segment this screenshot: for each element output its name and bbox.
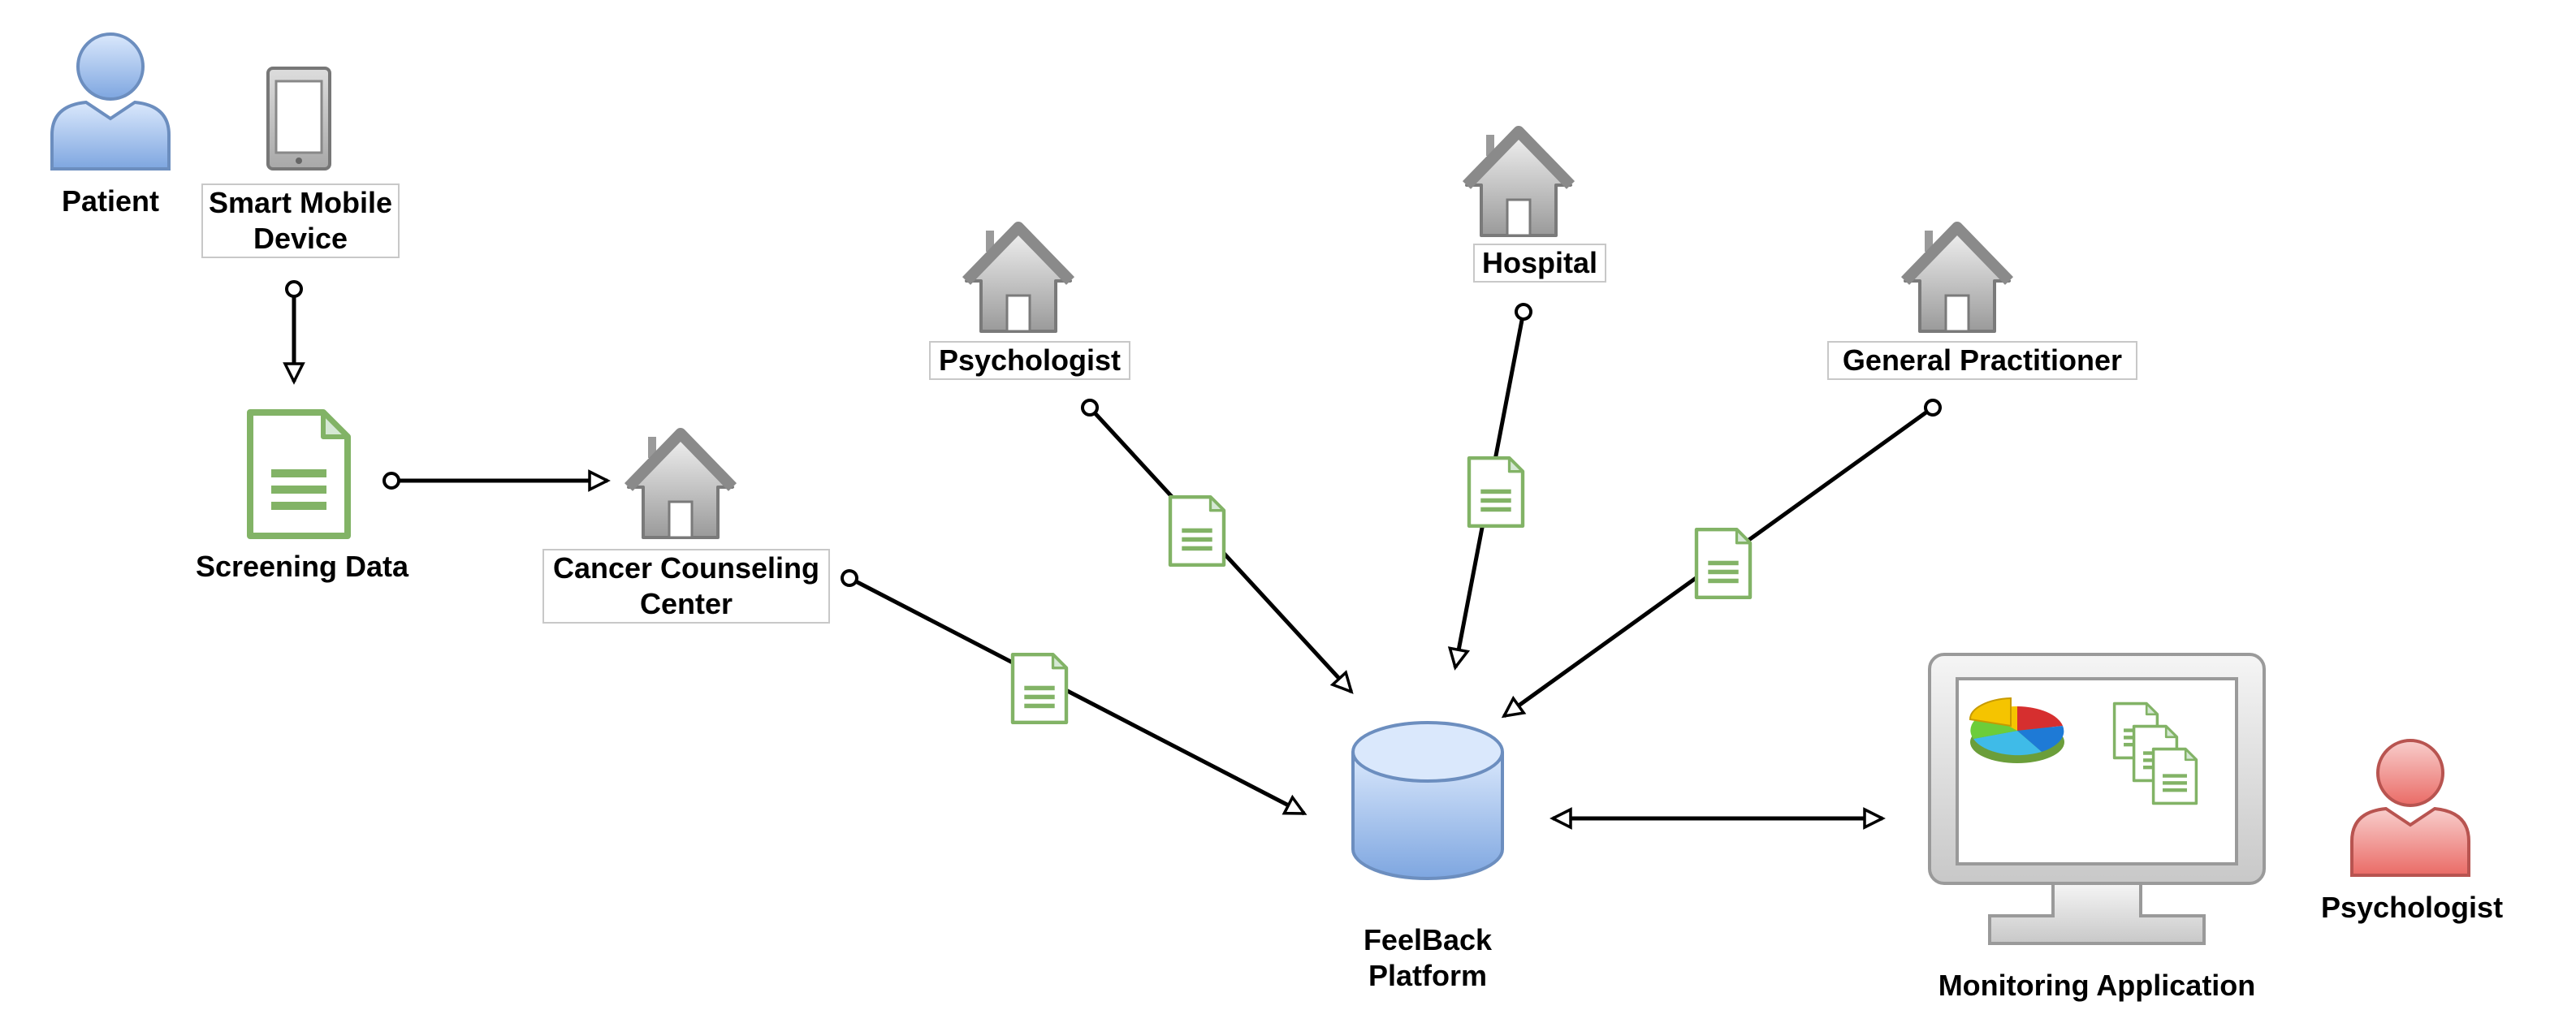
screening-document-icon [250,412,348,536]
screening-data-label: Screening Data [195,550,409,583]
patient-person-icon [50,32,171,171]
feelback-platform-label: FeelBack Platform [1330,922,1525,994]
monitoring-application-label: Monitoring Application [1938,969,2256,1002]
counseling-house-icon [629,434,733,537]
pie-chart-icon [1969,697,2064,763]
patient-label: Patient [61,184,160,218]
hospital-label: Hospital [1473,244,1606,283]
feelback-label-line2: Platform [1368,959,1488,992]
document-icon [1170,497,1224,565]
cancer-counseling-label-line2: Center [639,587,733,620]
smart-device-label: Smart Mobile Device [201,183,400,258]
monitor-icon [1928,653,2266,945]
document-icon [1013,654,1066,723]
cancer-counseling-label-line1: Cancer Counseling [552,551,820,585]
database-icon [1351,721,1504,880]
document-icon [1696,529,1750,598]
document-icon [1469,458,1523,526]
psychologist-top-label: Psychologist [929,341,1130,380]
general-practitioner-label: General Practitioner [1827,341,2137,380]
smart-device-label-line1: Smart Mobile [208,186,393,219]
smart-device-label-line2: Device [253,222,348,255]
document-icon [2151,747,2198,805]
psychologist-right-label: Psychologist [2321,891,2504,924]
psychologist-person-icon [2350,739,2470,877]
psychologist-house-icon [966,227,1070,331]
edge-document-icons [1013,458,1750,723]
feelback-label-line1: FeelBack [1363,923,1493,956]
gp-house-icon [1905,227,2009,331]
hospital-house-icon [1467,132,1571,235]
smartphone-icon [266,67,331,171]
edge-counseling-to-platform [841,569,1307,816]
cancer-counseling-label: Cancer Counseling Center [542,549,830,624]
